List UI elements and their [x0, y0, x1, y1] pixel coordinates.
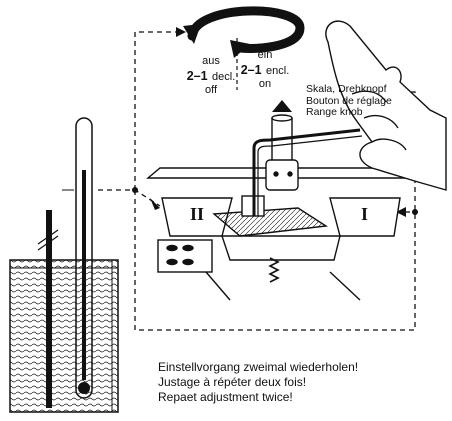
loop-arrow-right-mark [396, 207, 406, 217]
on-label-fr: encl. [266, 65, 290, 77]
instruction-de: Einstellvorgang zweimal wiederholen! [158, 360, 359, 374]
range-knob-label-de: Skala, Drehknopf [306, 83, 387, 95]
range-knob [241, 114, 363, 217]
on-label-range: 2–1 [240, 63, 262, 77]
off-label-range: 2–1 [186, 69, 208, 83]
mark-i: I [361, 204, 369, 224]
on-label-range-row: 2–1 encl. [240, 61, 290, 79]
loop-arrow-left-mark [150, 198, 160, 210]
range-knob-label: Skala, Drehknopf Bouton de réglage Range… [306, 83, 416, 119]
sensor-probe [37, 210, 59, 408]
off-label-de: aus [202, 55, 220, 67]
range-knob-label-en: Range knob [306, 106, 363, 118]
instruction-fr: Justage à répéter deux fois! [158, 375, 307, 389]
up-arrow-icon [272, 100, 292, 112]
instruction-en: Repaet adjustment twice! [158, 390, 293, 404]
junction-dot-right [412, 209, 418, 215]
rotation-arrow-icon [183, 6, 305, 58]
junction-dot-left [132, 187, 138, 193]
off-label-en: off [204, 84, 218, 96]
mark-ii: II [190, 204, 205, 224]
off-label-group: aus 2–1 decl. off [186, 56, 236, 96]
loop-arrow-top [176, 27, 186, 37]
instructions: Einstellvorgang zweimal wiederholen! Jus… [158, 360, 418, 405]
water-bath-icon [9, 259, 119, 413]
on-label-group: ein 2–1 encl. on [240, 50, 290, 90]
on-label-en: on [258, 78, 272, 90]
pointing-hand-icon [325, 20, 447, 191]
off-label-range-row: 2–1 decl. [186, 67, 236, 85]
range-knob-label-fr: Bouton de réglage [306, 94, 392, 107]
on-label-de: ein [257, 49, 273, 61]
off-label-fr: decl. [212, 71, 236, 83]
